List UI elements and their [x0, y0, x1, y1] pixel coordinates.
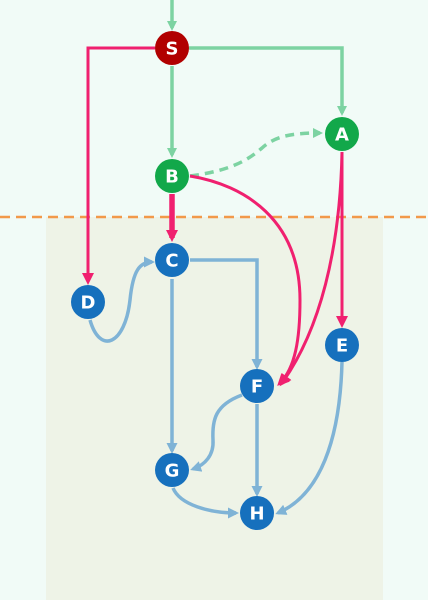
- node-C-label: C: [165, 251, 178, 272]
- edge-A-to-F: [279, 151, 344, 387]
- edge-S-to-D: [82, 46, 155, 285]
- node-A-circle: [325, 117, 359, 151]
- node-G[interactable]: G: [155, 453, 189, 487]
- node-H-label: H: [249, 504, 264, 525]
- node-D-label: D: [81, 293, 96, 314]
- node-H-circle: [240, 496, 274, 530]
- node-E-label: E: [336, 336, 348, 357]
- node-G-label: G: [165, 461, 180, 482]
- edge-C-to-F: [190, 258, 263, 370]
- node-S-label: S: [166, 39, 179, 60]
- edge-D-to-C: [88, 256, 155, 343]
- edge-E-to-H: [275, 361, 344, 515]
- node-A-label: A: [335, 125, 349, 146]
- edge-B-to-F: [189, 174, 302, 386]
- node-C[interactable]: C: [155, 243, 189, 277]
- edges-layer: [82, 0, 348, 519]
- node-E[interactable]: E: [325, 328, 359, 362]
- node-G-circle: [155, 453, 189, 487]
- node-H[interactable]: H: [240, 496, 274, 530]
- node-S[interactable]: S: [155, 31, 189, 65]
- node-D-circle: [71, 285, 105, 319]
- node-C-circle: [155, 243, 189, 277]
- node-D[interactable]: D: [71, 285, 105, 319]
- lower-region-panel: [46, 217, 383, 600]
- node-S-circle: [155, 31, 189, 65]
- edge-G-to-H: [171, 487, 239, 519]
- edge-F-to-G: [190, 393, 243, 472]
- edge-B-to-A: [189, 128, 323, 178]
- edge-S-to-A: [189, 46, 347, 116]
- node-F[interactable]: F: [240, 369, 274, 403]
- node-F-circle: [240, 369, 274, 403]
- node-B[interactable]: B: [155, 159, 189, 193]
- node-A[interactable]: A: [325, 117, 359, 151]
- node-B-label: B: [165, 167, 179, 188]
- node-E-circle: [325, 328, 359, 362]
- node-F-label: F: [251, 377, 263, 398]
- node-B-circle: [155, 159, 189, 193]
